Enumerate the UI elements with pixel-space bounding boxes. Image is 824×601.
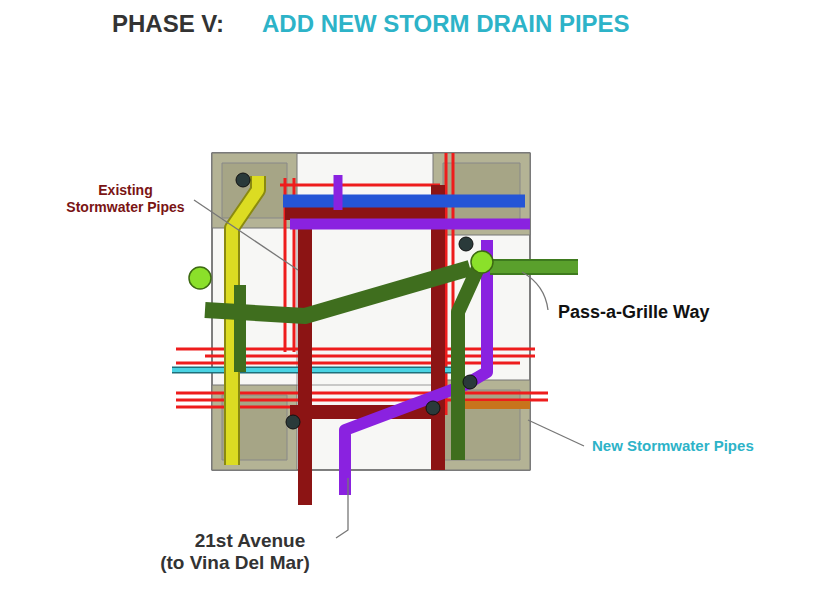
phase-heading: ADD NEW STORM DRAIN PIPES: [262, 10, 630, 38]
new-pipe: [234, 285, 246, 372]
leader-line: [194, 200, 298, 270]
leader-line: [336, 478, 348, 538]
new-pipe: [490, 261, 578, 273]
street-label: Pass-a-Grille Way: [558, 302, 709, 323]
leader-line: [528, 420, 584, 446]
callout-label: Existing Stormwater Pipes: [63, 182, 188, 215]
new-pipe-edge: [490, 259, 578, 275]
manhole: [236, 173, 250, 187]
cyan-pipe-edge: [172, 367, 462, 374]
leader-lines: [194, 200, 584, 538]
blue-pipe: [283, 195, 525, 208]
manholes: [236, 173, 477, 429]
purple-pipes: [290, 175, 530, 495]
existing-pipe: [298, 205, 312, 505]
corner-box-inner: [443, 163, 520, 225]
cyan-pipe: [172, 368, 462, 372]
callout-label: New Stormwater Pipes: [592, 437, 754, 455]
manhole: [426, 401, 440, 415]
purple-pipe: [290, 219, 530, 230]
purple-pipe: [334, 175, 343, 210]
orange-pipe: [455, 401, 530, 409]
phase-title: PHASE V:: [112, 10, 224, 38]
manhole: [459, 237, 473, 251]
new-pipe: [205, 268, 470, 316]
new-pipes: [205, 268, 478, 460]
manhole: [463, 375, 477, 389]
existing-pipes: [285, 185, 445, 505]
leader-line: [522, 272, 548, 310]
inlet: [471, 251, 493, 273]
manhole: [286, 415, 300, 429]
street-label: 21st Avenue (to Vina Del Mar): [150, 530, 320, 575]
new-pipe: [458, 268, 478, 460]
inlet: [189, 267, 211, 289]
red-pipe: [280, 184, 440, 187]
